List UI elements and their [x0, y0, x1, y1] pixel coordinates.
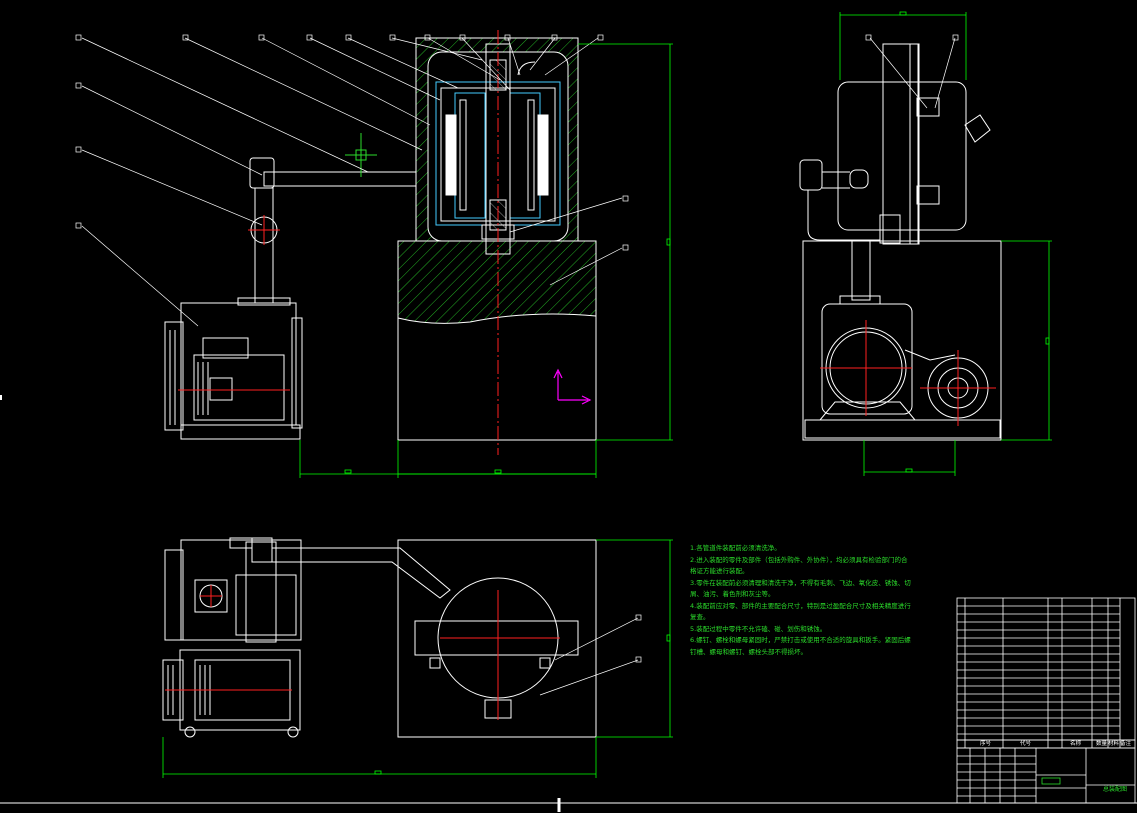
requirement-line: 2.进入装配的零件及部件（包括外购件、外协件），均必须具有检验部门的合: [690, 555, 908, 564]
drawing-name: 总装配图: [1103, 785, 1127, 793]
top-centerlines: [165, 585, 560, 720]
requirement-line: 屑、油污、着色剂和灰尘等。: [690, 590, 775, 598]
requirement-line: 1.各管道件装配前必须清洗净。: [690, 544, 781, 552]
requirement-line: 格证方能进行装配。: [690, 567, 749, 575]
bom-col-5: 备注: [1120, 739, 1132, 747]
bom-col-3: 数量: [1096, 739, 1108, 747]
front-dimensions: [299, 43, 673, 478]
drawing-border: [0, 395, 1137, 812]
side-dimensions: [839, 11, 1052, 476]
side-leader-lines: [865, 34, 959, 109]
requirement-line: 复查。: [690, 613, 710, 621]
requirement-line: 钉槽、螺母和螺钉、螺栓头部不得损坏。: [690, 647, 807, 656]
requirement-line: 6.螺钉、螺栓和螺母紧固时，严禁打击或使用不合适的旋具和扳手。紧固后螺: [690, 636, 911, 644]
bom-col-4: 材料: [1108, 739, 1120, 747]
bom-col-0: 序号: [980, 739, 992, 747]
bom-col-2: 名称: [1070, 739, 1082, 747]
front-balloons: [75, 34, 629, 251]
title-block: [956, 747, 1136, 804]
side-centerlines: [820, 320, 996, 426]
requirement-line: 5.装配过程中零件不允许磕、碰、划伤和锈蚀。: [690, 624, 827, 633]
front-centerlines: [178, 30, 499, 455]
front-section-view: [164, 37, 597, 441]
top-leader-lines: [539, 614, 642, 696]
ucs-icon: [553, 368, 592, 405]
requirement-line: 4.装配前应对零、部件的主要配合尺寸，特别是过盈配合尺寸及相关精度进行: [690, 601, 911, 610]
top-dimensions: [162, 539, 673, 778]
cursor-crosshair-icon: [345, 133, 377, 177]
requirement-line: 3.零件在装配前必须清理和清洗干净，不得有毛刺、飞边、氧化皮、锈蚀、切: [690, 578, 911, 587]
side-view: [799, 43, 1002, 441]
bom-col-1: 代号: [1020, 739, 1032, 747]
front-leader-lines: [81, 37, 623, 327]
technical-requirements: 1.各管道件装配前必须清洗净。 2.进入装配的零件及部件（包括外购件、外协件），…: [690, 543, 940, 658]
bom-column-headers: 序号 代号 名称 数量 材料 备注: [980, 739, 1132, 747]
bom-table: [956, 597, 1136, 749]
